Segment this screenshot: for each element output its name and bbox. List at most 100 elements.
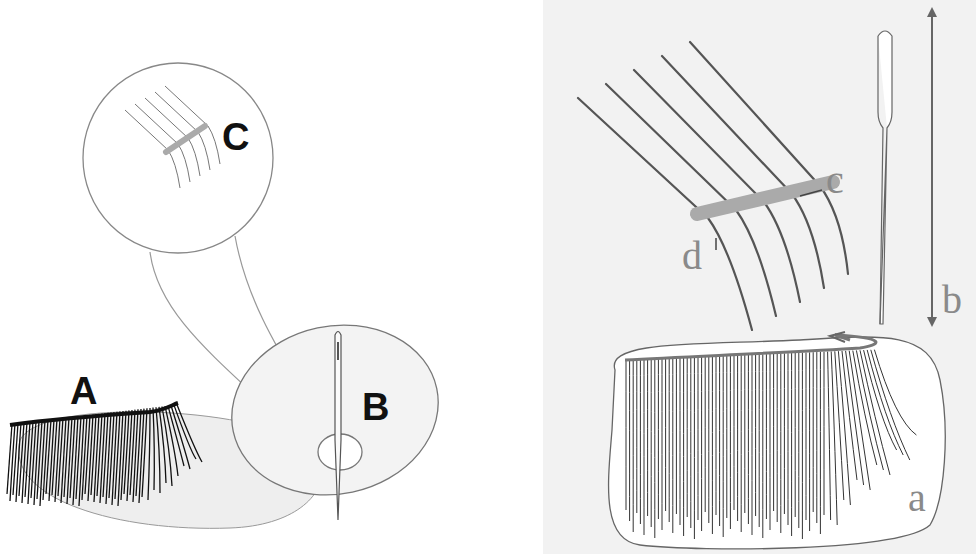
lash (680, 358, 681, 525)
lash (867, 350, 903, 455)
lash (816, 352, 817, 523)
lash (741, 355, 742, 532)
pipette (878, 36, 883, 324)
lash (802, 353, 803, 539)
lash (112, 412, 117, 505)
lash (752, 355, 753, 535)
zoom-circle (83, 63, 273, 253)
lash (640, 359, 641, 524)
dimension-label: c (826, 160, 844, 200)
lash (162, 407, 172, 487)
lash (849, 351, 870, 490)
lash-strip (626, 350, 916, 539)
lash (654, 359, 655, 538)
lash (835, 351, 844, 500)
lash (712, 356, 713, 534)
lash (820, 352, 821, 534)
lash (177, 405, 202, 462)
lash (759, 354, 760, 527)
lash (874, 350, 916, 435)
lash (22, 422, 27, 503)
lash (636, 360, 637, 513)
lash (806, 353, 807, 521)
lash (780, 354, 781, 533)
lash (856, 350, 883, 470)
lash (766, 354, 767, 519)
lash (634, 70, 800, 302)
lash (100, 413, 105, 503)
lash (809, 352, 810, 531)
lash (701, 357, 702, 531)
lash (49, 419, 54, 501)
dimension-tick (715, 238, 717, 250)
lash (719, 356, 720, 526)
lash (784, 353, 785, 514)
lash (626, 360, 627, 510)
lash (698, 357, 699, 520)
lash (737, 355, 738, 521)
lash (159, 407, 166, 483)
lash (705, 357, 706, 512)
lash (683, 358, 684, 536)
lash (644, 359, 645, 535)
lash (16, 423, 21, 502)
lash (40, 420, 45, 506)
lash (762, 354, 763, 538)
lash (795, 353, 796, 517)
lash (788, 353, 789, 525)
lash (121, 411, 126, 500)
lash (798, 353, 799, 528)
lash (165, 86, 220, 164)
lash (88, 415, 93, 501)
part-label: A (70, 372, 97, 410)
lash (726, 356, 727, 518)
lash (690, 42, 848, 274)
lash (651, 359, 652, 527)
part-label: a (908, 478, 926, 518)
lash (61, 418, 66, 503)
lash (153, 408, 154, 490)
dimension-label: b (942, 280, 962, 320)
lash (174, 405, 196, 459)
lash (156, 407, 160, 493)
lash (67, 417, 72, 504)
lash (813, 352, 814, 512)
lash (28, 422, 33, 504)
needle-eye (337, 342, 339, 360)
lash (633, 360, 634, 532)
lash (139, 409, 144, 503)
lash (690, 357, 691, 528)
lash (658, 359, 659, 519)
lash (824, 352, 825, 515)
lash (723, 356, 724, 537)
outline-region (609, 337, 946, 549)
lash (106, 412, 111, 504)
lash (662, 56, 824, 288)
mini-band (166, 126, 205, 152)
mini-lash-fan (125, 86, 220, 188)
lash (647, 359, 648, 516)
lash (672, 358, 673, 533)
lash (791, 353, 792, 536)
lash (665, 358, 666, 511)
lash (94, 414, 99, 502)
lash (155, 92, 210, 170)
lash (148, 408, 150, 500)
lash (82, 415, 87, 500)
part-label: B (362, 388, 389, 426)
lash-fan (578, 42, 848, 330)
arrow-tip (830, 332, 845, 342)
lash (777, 354, 778, 522)
needle (335, 332, 341, 521)
dimension-tick (800, 190, 822, 196)
lash (755, 355, 756, 516)
lash (79, 416, 84, 506)
lash (73, 416, 78, 505)
dimension-arrow (931, 12, 933, 322)
lash (748, 355, 749, 524)
lash (773, 354, 774, 511)
lash (142, 408, 147, 497)
lash (662, 359, 663, 531)
